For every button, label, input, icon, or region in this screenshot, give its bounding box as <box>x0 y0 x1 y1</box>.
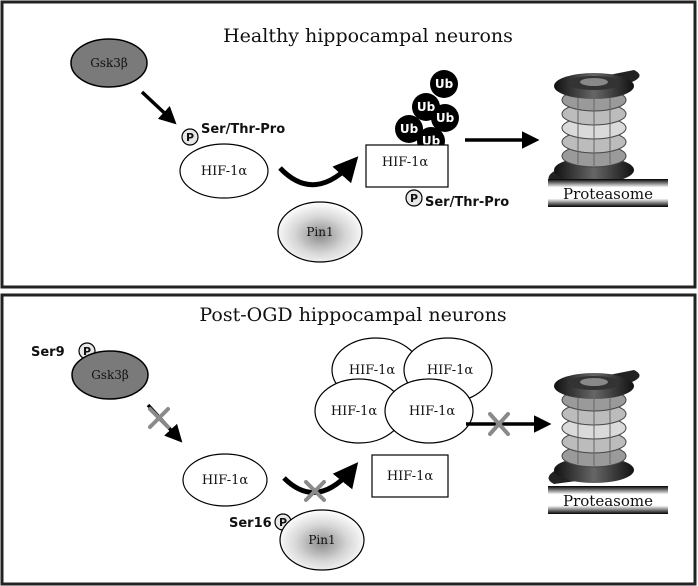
bottom-block-mark-1 <box>148 407 170 429</box>
bottom-ser16-label: Ser16 <box>229 516 272 531</box>
top-proteasome-icon <box>547 69 641 185</box>
top-proteasome-label: Proteasome <box>563 185 653 203</box>
top-gsk3b-label: Gsk3β <box>90 56 128 70</box>
cluster-hif-label-1: HIF-1α <box>349 363 396 378</box>
bottom-ser16-p-label: P <box>279 516 287 529</box>
ub-label-1: Ub <box>435 77 454 91</box>
ub-label-4: Ub <box>436 111 455 125</box>
bottom-hif-box-label: HIF-1α <box>387 469 434 484</box>
bottom-gsk3b-node <box>71 350 149 400</box>
cluster-hif-label-3: HIF-1α <box>331 404 378 419</box>
top-panel-title: Healthy hippocampal neurons <box>223 25 513 47</box>
bottom-block-mark-2 <box>304 480 326 502</box>
top-p-marker-2-label: P <box>410 192 418 205</box>
bottom-hif-box <box>371 454 449 498</box>
top-pin1-label: Pin1 <box>306 225 333 239</box>
bottom-pin1-label: Pin1 <box>308 533 335 547</box>
bottom-ser9-p-label: P <box>83 345 91 358</box>
ub-label-3: Ub <box>400 122 419 136</box>
top-site-label: Ser/Thr-Pro <box>201 122 285 137</box>
top-hif-free-node <box>179 143 269 199</box>
bottom-ser9-label: Ser9 <box>31 345 65 360</box>
top-gsk3b-node <box>70 38 148 88</box>
bottom-proteasome-label-box <box>548 486 668 514</box>
bottom-pin1-node <box>279 509 365 571</box>
top-hif-free-label: HIF-1α <box>201 164 248 179</box>
top-p-marker <box>181 128 199 146</box>
top-pin1-node <box>277 201 363 263</box>
top-proteasome-label-box <box>548 179 668 207</box>
top-hif-tagged-box <box>365 144 449 188</box>
bottom-panel-title: Post-OGD hippocampal neurons <box>199 304 506 326</box>
bottom-gsk3b-label: Gsk3β <box>91 368 129 382</box>
bottom-hif-cluster: HIF-1α HIF-1α HIF-1α HIF-1α <box>314 337 493 444</box>
ub-label-2: Ub <box>417 100 436 114</box>
bottom-proteasome-icon <box>547 369 641 485</box>
cluster-hif-label-4: HIF-1α <box>409 404 456 419</box>
cluster-hif-label-2: HIF-1α <box>427 363 474 378</box>
top-hif-tagged-label: HIF-1α <box>382 155 429 170</box>
top-p-marker-2 <box>405 189 423 207</box>
bottom-hif-free-node <box>182 453 268 507</box>
top-p-marker-label: P <box>186 131 194 144</box>
bottom-block-mark-3 <box>488 412 510 436</box>
bottom-hif-free-label: HIF-1α <box>202 473 249 488</box>
bottom-proteasome-label: Proteasome <box>563 492 653 510</box>
top-isomerization-arrow <box>278 156 359 187</box>
top-phospho-arrow <box>140 90 177 125</box>
top-site-label-2: Ser/Thr-Pro <box>425 195 509 210</box>
